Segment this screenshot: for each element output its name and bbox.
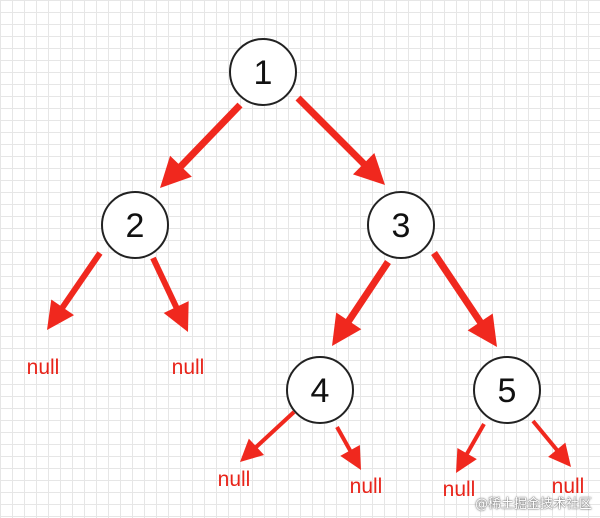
arrow-n1-to-n3 <box>295 95 385 185</box>
null-label: null <box>27 356 60 379</box>
arrow-head <box>332 312 362 346</box>
node-label-3: 3 <box>392 207 411 245</box>
arrow-head <box>47 299 75 330</box>
arrow-head <box>548 442 571 467</box>
arrow-n2-to-null-2l <box>47 251 103 330</box>
arrow-shaft <box>150 256 180 311</box>
tree-node-1: 1 <box>229 38 297 106</box>
arrow-shaft <box>344 260 391 325</box>
arrow-head <box>340 444 361 470</box>
null-label: null <box>172 356 205 379</box>
node-label-2: 2 <box>126 207 145 245</box>
arrow-shaft <box>295 95 368 168</box>
arrow-head <box>467 313 497 347</box>
tree-node-5: 5 <box>473 356 541 424</box>
tree-node-2: 2 <box>101 191 169 259</box>
arrow-head <box>160 155 192 188</box>
arrow-head <box>352 152 385 185</box>
arrow-shaft <box>335 426 353 454</box>
arrow-n4-to-null-4l <box>240 410 296 462</box>
arrow-shaft <box>59 251 103 311</box>
arrow-shaft <box>464 423 486 457</box>
null-label: null <box>350 475 383 498</box>
watermark: @稀土掘金技术社区 <box>474 497 592 512</box>
arrow-shaft <box>177 102 243 171</box>
null-labels-layer: null null null null null null <box>27 356 585 501</box>
arrow-n2-to-null-2r <box>150 256 189 332</box>
arrow-n3-to-n4 <box>332 260 391 346</box>
node-label-5: 5 <box>498 372 517 410</box>
arrow-n3-to-n5 <box>431 251 497 347</box>
tree-node-4: 4 <box>286 356 354 424</box>
null-label: null <box>552 475 585 498</box>
arrow-n1-to-n2 <box>160 102 243 188</box>
arrow-shaft <box>431 251 485 326</box>
arrow-n4-to-null-4r <box>335 426 361 470</box>
node-label-1: 1 <box>254 54 273 92</box>
arrow-shaft <box>531 419 560 453</box>
null-label: null <box>218 468 251 491</box>
arrow-head <box>163 301 189 332</box>
arrow-n5-to-null-5r <box>531 419 571 467</box>
node-label-4: 4 <box>311 372 330 410</box>
arrow-head <box>456 447 477 473</box>
arrow-n5-to-null-5l <box>456 423 486 473</box>
arrow-shaft <box>253 410 296 450</box>
tree-node-3: 3 <box>367 191 435 259</box>
edges-layer <box>47 95 571 473</box>
arrow-head <box>240 438 265 462</box>
nodes-layer: 1 2 3 4 5 <box>101 38 541 424</box>
null-label: null <box>443 478 476 501</box>
